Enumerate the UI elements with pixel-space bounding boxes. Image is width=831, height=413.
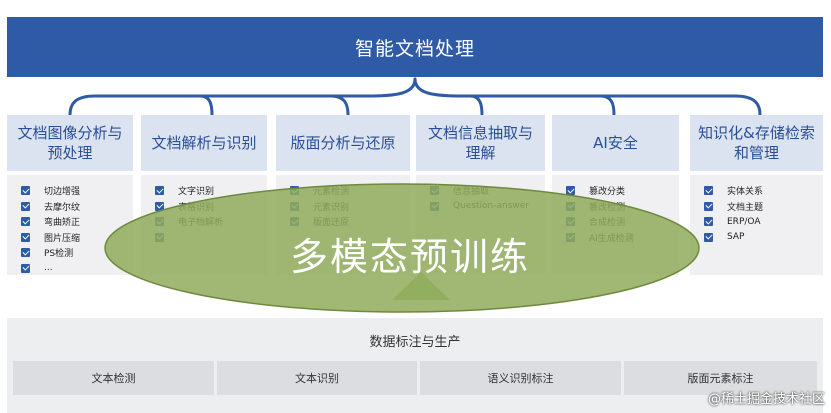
annotation-cell-2: 文本识别 xyxy=(217,361,417,395)
list-item: 元素检测 xyxy=(290,183,410,199)
checkbox-icon xyxy=(290,201,299,211)
checkbox-icon xyxy=(704,201,713,211)
column-list-1: 切边增强 去摩尔纹 弯曲矫正 图片压缩 PS检测 ... xyxy=(7,175,133,275)
list-item: 电子档解析 xyxy=(155,214,267,230)
checkbox-icon xyxy=(21,232,30,242)
column-header-6: 知识化&存储检索和管理 xyxy=(690,115,823,171)
connector-line-3 xyxy=(328,94,350,117)
connector-line-2 xyxy=(198,94,214,117)
column-header-1: 文档图像分析与预处理 xyxy=(7,115,133,171)
connector-line-4 xyxy=(413,77,762,117)
annotation-cell-3: 语义识别标注 xyxy=(420,361,621,395)
panel-title: 数据标注与生产 xyxy=(369,335,461,350)
list-item: 图片压缩 xyxy=(21,230,133,246)
checkbox-icon xyxy=(566,201,575,211)
column-header-3: 版面分析与还原 xyxy=(276,115,410,171)
checkbox-icon xyxy=(21,248,30,258)
checkbox-icon xyxy=(430,186,439,196)
title-bar: 智能文档处理 xyxy=(7,17,823,77)
list-item: 信息抽取 xyxy=(430,183,545,199)
list-item: PS检测 xyxy=(21,245,133,261)
list-item: 弯曲矫正 xyxy=(21,214,133,230)
list-item: 去摩尔纹 xyxy=(21,199,133,215)
checkbox-icon xyxy=(21,201,30,211)
checkbox-icon xyxy=(566,232,575,242)
checkbox-icon xyxy=(21,263,30,273)
column-list-5: 篡改分类 篡改检测 合成检测 AI生成检测 xyxy=(552,175,679,275)
main-title: 智能文档处理 xyxy=(354,37,475,60)
checkbox-icon xyxy=(566,217,575,227)
checkbox-icon xyxy=(155,201,164,211)
annotation-cell-1: 文本检测 xyxy=(13,361,214,395)
list-item: 文档主题 xyxy=(704,199,823,215)
checkbox-icon xyxy=(155,186,164,196)
list-item: 文字识别 xyxy=(155,183,267,199)
list-item: ERP/OA xyxy=(704,214,823,230)
list-item xyxy=(155,230,267,246)
connector-line-6 xyxy=(598,94,616,117)
column-header-2: 文档解析与识别 xyxy=(141,115,267,171)
checkbox-icon xyxy=(290,186,299,196)
checkbox-icon xyxy=(155,232,164,242)
checkbox-icon xyxy=(290,217,299,227)
column-header-5: AI安全 xyxy=(552,115,679,171)
checkbox-icon xyxy=(21,186,30,196)
list-item: 切边增强 xyxy=(21,183,133,199)
column-header-4: 文档信息抽取与理解 xyxy=(416,115,545,171)
list-item: 合成检测 xyxy=(566,214,679,230)
list-item: 篡改分类 xyxy=(566,183,679,199)
checkbox-icon xyxy=(21,217,30,227)
checkbox-icon xyxy=(430,201,439,211)
list-item: Question-answer xyxy=(430,199,545,215)
connector-line-5 xyxy=(468,94,484,117)
checkbox-icon xyxy=(704,186,713,196)
list-item: 表格识别 xyxy=(155,199,267,215)
checkbox-icon xyxy=(155,217,164,227)
connector-lines xyxy=(68,77,762,117)
list-item: AI生成检测 xyxy=(566,230,679,246)
connector-line-1 xyxy=(68,77,417,117)
data-annotation-panel: 数据标注与生产 文本检测 文本识别 语义识别标注 版面元素标注 xyxy=(7,318,823,413)
list-item: SAP xyxy=(704,230,823,246)
checkbox-icon xyxy=(566,186,575,196)
list-item: 元素识别 xyxy=(290,199,410,215)
list-item: 实体关系 xyxy=(704,183,823,199)
list-item: 篡改检测 xyxy=(566,199,679,215)
watermark: @稀土掘金技术社区 xyxy=(707,392,825,407)
annotation-cell-4: 版面元素标注 xyxy=(624,361,817,395)
checkbox-icon xyxy=(704,232,713,242)
column-list-2: 文字识别 表格识别 电子档解析 xyxy=(141,175,267,275)
overlay-label: 多模态预训练 xyxy=(289,235,530,279)
checkbox-icon xyxy=(704,217,713,227)
column-list-6: 实体关系 文档主题 ERP/OA SAP xyxy=(690,175,823,275)
list-item: ... xyxy=(21,261,133,277)
